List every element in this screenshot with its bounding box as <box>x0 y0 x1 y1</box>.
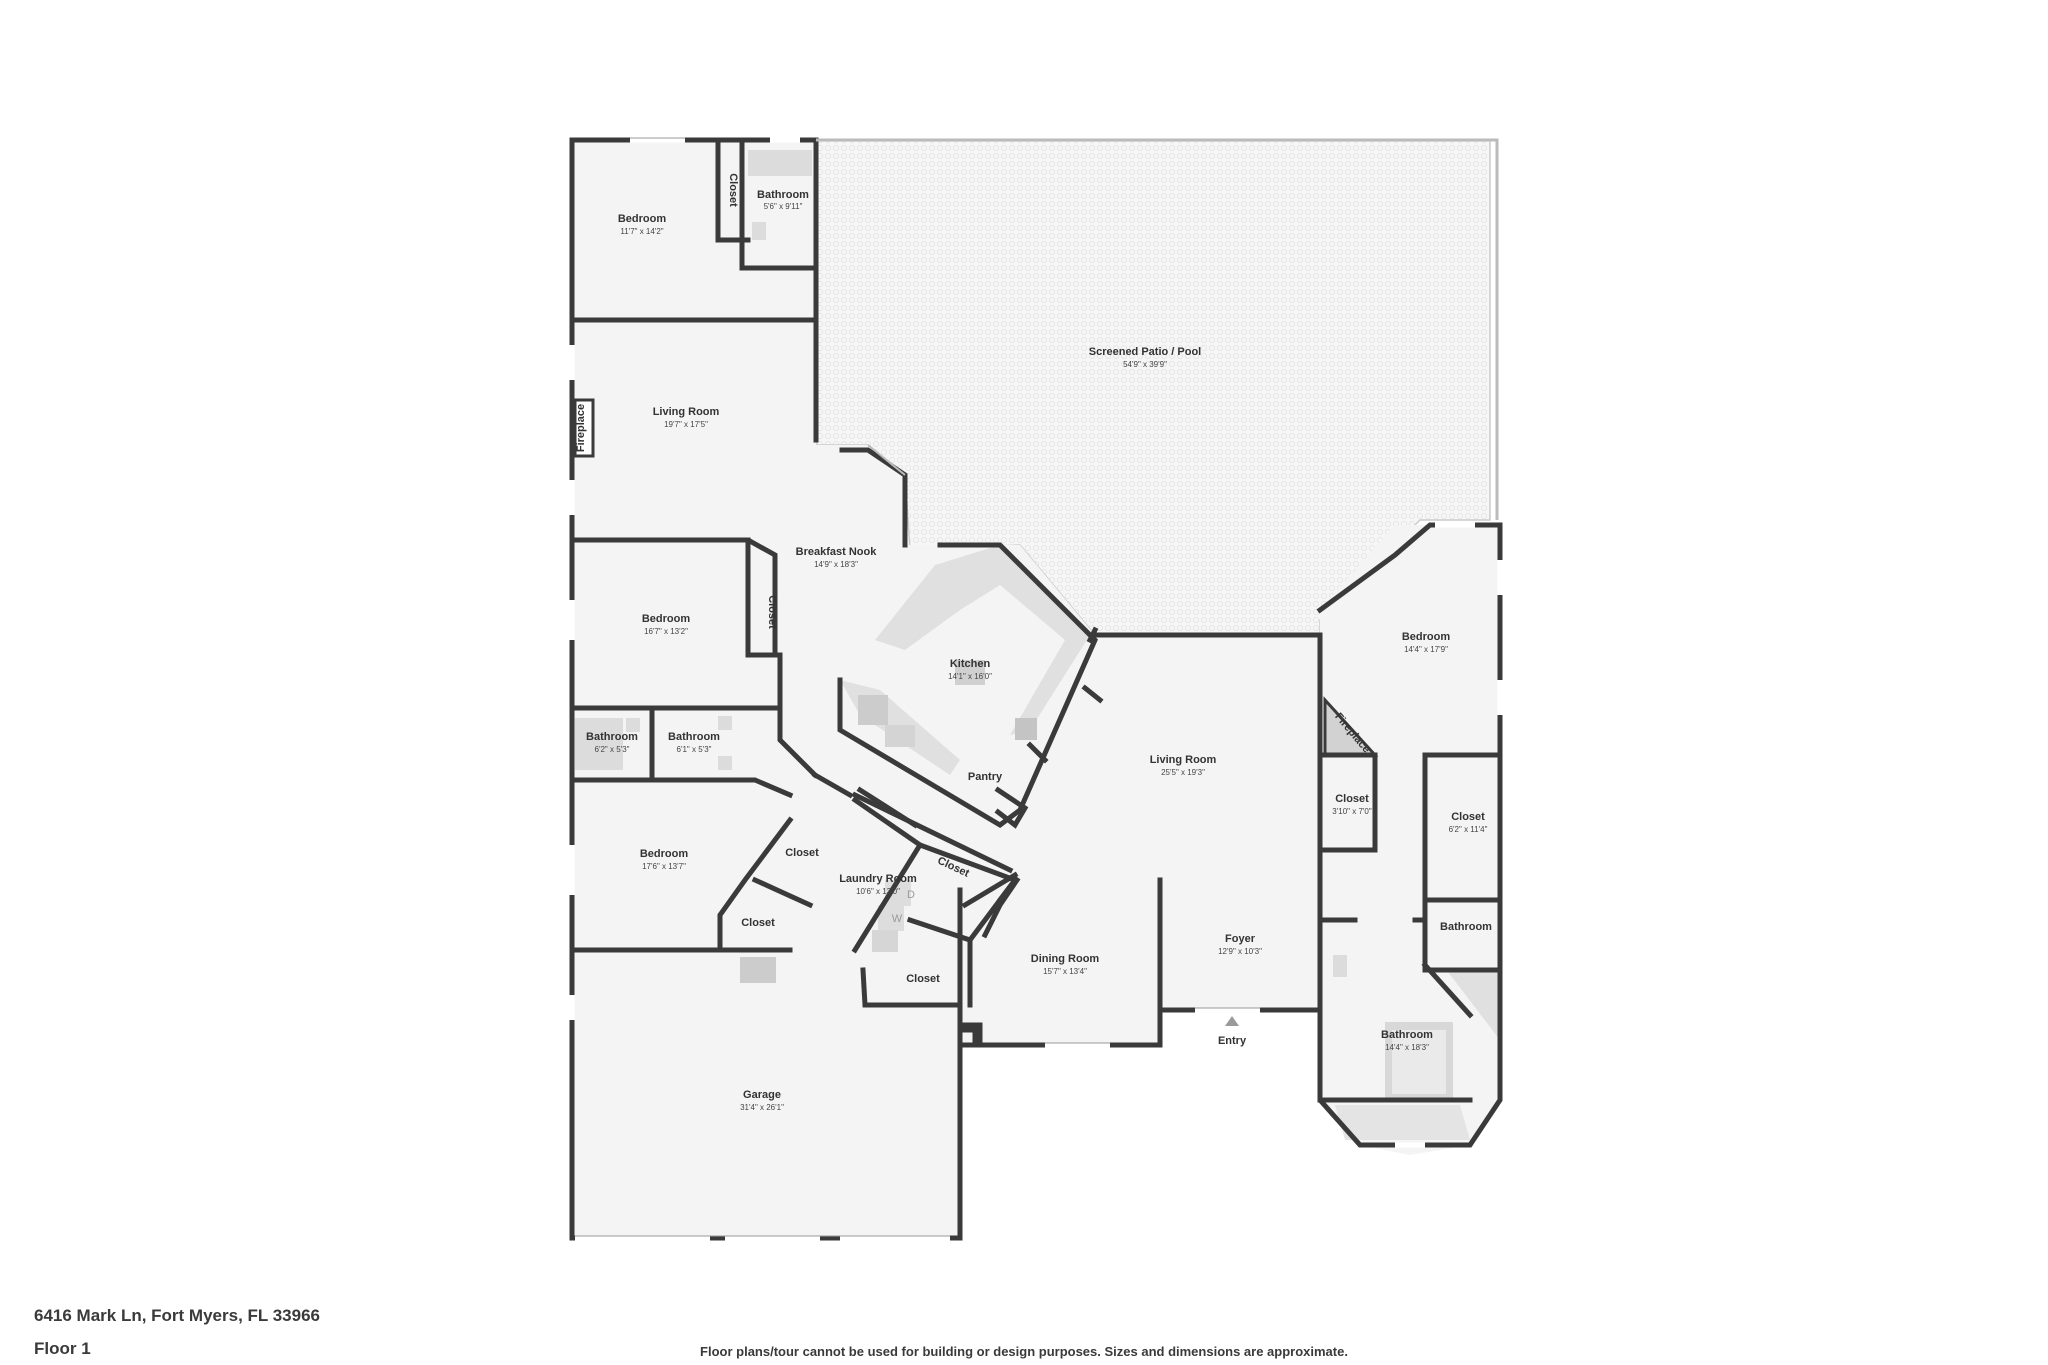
kitchen-cabinets <box>840 545 1090 775</box>
room-bedroom3-dim: 17'6" x 13'7" <box>642 862 686 871</box>
room-bedroom1-dim: 11'7" x 14'2" <box>620 227 663 236</box>
room-closet7-name: Closet <box>1335 793 1369 805</box>
room-patio-name: Screened Patio / Pool <box>1089 346 1201 358</box>
dryer-label: D <box>907 889 915 901</box>
room-kitchen-name: Kitchen <box>950 658 991 670</box>
room-closet6-name: Closet <box>906 973 940 985</box>
room-pantry-name: Pantry <box>968 771 1003 783</box>
room-kitchen-dim: 14'1" x 16'0" <box>948 672 992 681</box>
room-bedroom1-name: Bedroom <box>618 213 667 225</box>
disclaimer: Floor plans/tour cannot be used for buil… <box>700 1344 1348 1359</box>
fireplace-living <box>573 398 595 458</box>
room-closet8-dim: 6'2" x 11'4" <box>1449 825 1488 834</box>
room-masterbath-name: Bathroom <box>1381 1029 1433 1041</box>
master-bath-fixtures <box>1333 955 1500 1140</box>
room-foyer-name: Foyer <box>1225 933 1256 945</box>
room-bath1-name: Bathroom <box>757 189 809 201</box>
room-nook-name: Breakfast Nook <box>796 546 878 558</box>
windows <box>569 137 1503 1241</box>
patio-screen <box>816 138 1499 520</box>
room-bedroom4-dim: 14'4" x 17'9" <box>1404 645 1448 654</box>
room-dining-name: Dining Room <box>1031 953 1100 965</box>
entry-label: Entry <box>1218 1035 1247 1047</box>
room-bath1-dim: 5'6" x 9'11" <box>764 202 803 211</box>
room-garage-name: Garage <box>743 1089 781 1101</box>
room-closet7-dim: 3'10" x 7'0" <box>1332 807 1372 816</box>
bath-fixtures <box>575 150 812 770</box>
room-nook-dim: 14'9" x 18'3" <box>814 560 858 569</box>
room-living2-dim: 25'5" x 19'3" <box>1161 768 1205 777</box>
room-foyer-dim: 12'9" x 10'3" <box>1218 947 1262 956</box>
room-dining-dim: 15'7" x 13'4" <box>1043 967 1087 976</box>
room-fireplace1-name: Fireplace <box>575 404 587 452</box>
room-bath4-name: Bathroom <box>1440 921 1492 933</box>
room-bath2-dim: 6'2" x 5'3" <box>595 745 630 754</box>
floor-label: Floor 1 <box>34 1339 91 1358</box>
room-laundry-dim: 10'6" x 13'0" <box>856 887 900 896</box>
room-living2-name: Living Room <box>1150 754 1217 766</box>
room-garage-dim: 31'4" x 26'1" <box>740 1103 784 1112</box>
washer-label: W <box>892 913 903 925</box>
room-closet8-name: Closet <box>1451 811 1485 823</box>
property-address: 6416 Mark Ln, Fort Myers, FL 33966 <box>34 1306 320 1325</box>
room-bath3-name: Bathroom <box>668 731 720 743</box>
room-closet2-name: Closet <box>766 595 778 629</box>
window-lines <box>575 137 1260 1237</box>
room-living1-name: Living Room <box>653 406 720 418</box>
water-heater <box>740 957 776 983</box>
room-closet1-name: Closet <box>727 173 739 207</box>
room-patio-dim: 54'9" x 39'9" <box>1123 360 1167 369</box>
room-bedroom2-name: Bedroom <box>642 613 691 625</box>
room-bath2-name: Bathroom <box>586 731 638 743</box>
room-closet3-name: Closet <box>785 847 819 859</box>
room-masterbath-dim: 14'4" x 18'3" <box>1385 1043 1429 1052</box>
room-closet5-name: Closet <box>741 917 775 929</box>
entry-arrow-icon <box>1225 1016 1239 1026</box>
patio-edge <box>867 444 906 476</box>
room-bath3-dim: 6'1" x 5'3" <box>677 745 712 754</box>
room-living1-dim: 19'7" x 17'5" <box>664 420 708 429</box>
room-bedroom2-dim: 16'7" x 13'2" <box>644 627 688 636</box>
room-laundry-name: Laundry Room <box>839 873 917 885</box>
laundry-appliances: D W <box>872 880 915 952</box>
room-bedroom4-name: Bedroom <box>1402 631 1451 643</box>
room-bedroom3-name: Bedroom <box>640 848 689 860</box>
